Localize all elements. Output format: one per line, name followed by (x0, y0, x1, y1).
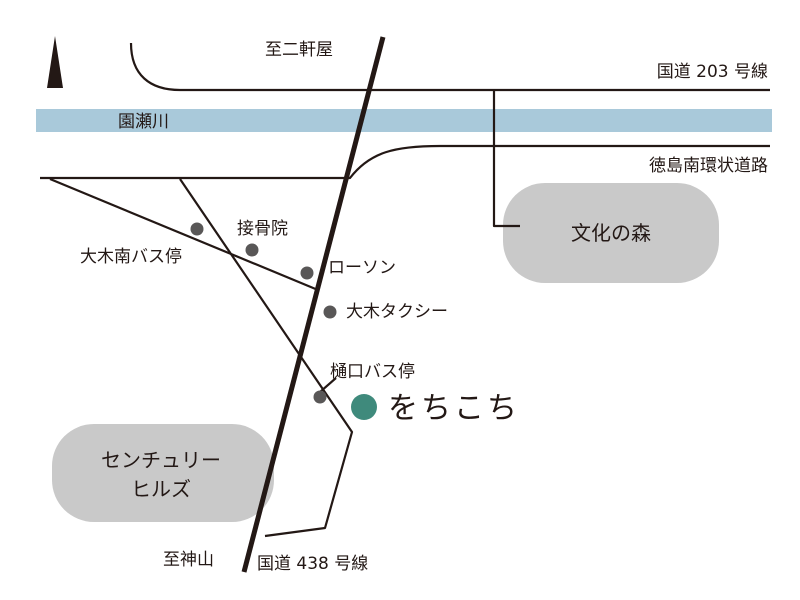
bunka-no-mori-area[interactable] (503, 183, 719, 283)
higuchi-road (179, 178, 354, 538)
route-203-road (129, 42, 770, 92)
route-438-main-road (241, 36, 386, 573)
route-438-label: 国道 438 号線 (257, 554, 368, 574)
to-nikenya-label: 至二軒屋 (265, 40, 333, 60)
century-hills-area[interactable] (52, 424, 274, 522)
ogi-minami-road (49, 177, 319, 292)
ogi-taxi-dot[interactable] (323, 305, 337, 319)
bunka-no-mori-label: 文化の森 (571, 221, 651, 245)
higuchi-bus-stop-dot[interactable] (313, 390, 327, 404)
tokushima-south-ring-label: 徳島南環状道路 (649, 156, 768, 176)
ogi-minami-bus-stop-dot[interactable] (190, 222, 204, 236)
lawson-label: ローソン (328, 258, 396, 278)
sonose-river-label: 園瀬川 (118, 112, 169, 132)
destination-marker[interactable] (351, 394, 377, 420)
higuchi-bus-stop-label: 樋口バス停 (330, 362, 415, 382)
seikotsuin-label: 接骨院 (237, 219, 288, 239)
to-kamiyama-label: 至神山 (163, 550, 214, 570)
sonose-river (36, 109, 772, 132)
higuchi-connector (319, 377, 337, 393)
seikotsuin-dot[interactable] (245, 243, 259, 257)
bunka-no-mori-access-road (492, 90, 520, 228)
tokushima-south-ring-road (40, 144, 770, 180)
ogi-minami-bus-stop-label: 大木南バス停 (80, 247, 182, 267)
route-203-label: 国道 203 号線 (657, 62, 768, 82)
destination-label: をちこち (388, 391, 520, 426)
century-hills-label-line2: ヒルズ (131, 477, 191, 501)
ogi-taxi-label: 大木タクシー (346, 302, 448, 322)
century-hills-label-line1: センチュリー (101, 448, 221, 472)
lawson-dot[interactable] (300, 266, 314, 280)
north-arrow-icon (47, 36, 63, 88)
